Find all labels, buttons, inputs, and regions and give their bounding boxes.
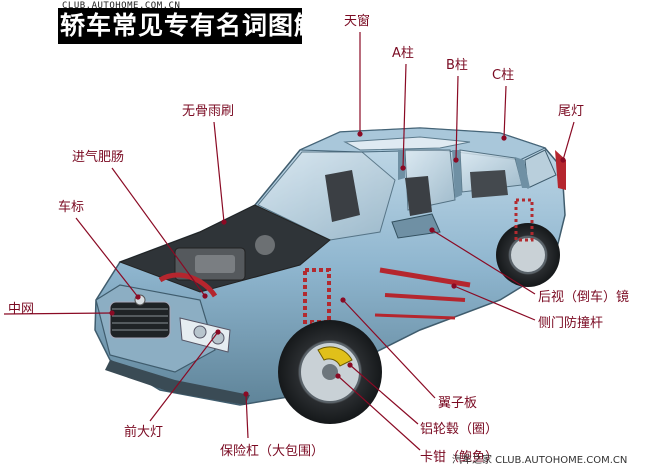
label-tail-light: 尾灯 bbox=[558, 104, 585, 119]
front-fascia bbox=[95, 284, 250, 405]
leader-caliper bbox=[337, 375, 421, 451]
leader-a-pillar bbox=[402, 63, 407, 169]
leader-side-beam bbox=[453, 285, 536, 321]
side-impact-beams bbox=[374, 267, 471, 320]
leader-b-pillar bbox=[455, 75, 459, 161]
leader-grille bbox=[3, 312, 113, 315]
leader-emblem bbox=[75, 217, 139, 298]
rear-wheel bbox=[496, 198, 560, 287]
front-wheel bbox=[278, 320, 382, 424]
leader-fender bbox=[342, 299, 436, 399]
leader-bumper bbox=[245, 393, 249, 439]
label-rim: 铝轮毂（圈） bbox=[420, 422, 499, 437]
side-mirror bbox=[391, 213, 441, 239]
site-url-top: CLUB.AUTOHOME.COM.CN bbox=[62, 1, 181, 11]
label-b-pillar: B柱 bbox=[446, 58, 468, 73]
page-title: 轿车常见专有名词图解 bbox=[60, 11, 321, 40]
label-bumper: 保险杠（大包围） bbox=[220, 444, 325, 459]
label-fender: 翼子板 bbox=[438, 396, 478, 411]
label-headlight: 前大灯 bbox=[124, 425, 164, 440]
title-bar bbox=[58, 8, 302, 44]
leader-wiper bbox=[213, 121, 225, 223]
car-glass bbox=[257, 149, 557, 241]
watermark: 汽车之家 CLUB.AUTOHOME.COM.CN bbox=[452, 455, 628, 466]
label-caliper: 卡钳（鲍鱼） bbox=[420, 450, 499, 465]
label-emblem: 车标 bbox=[58, 200, 85, 215]
label-c-pillar: C柱 bbox=[492, 68, 515, 83]
leader-headlight bbox=[149, 331, 219, 422]
label-mirror: 后视（倒车）镜 bbox=[538, 290, 630, 305]
leader-lines bbox=[3, 32, 575, 451]
label-side-beam: 侧门防撞杆 bbox=[538, 316, 604, 331]
leader-tail-light bbox=[562, 121, 575, 161]
label-wiper: 无骨雨刷 bbox=[182, 104, 235, 119]
leader-mirror bbox=[431, 229, 536, 295]
label-sunroof: 天窗 bbox=[344, 14, 371, 29]
leader-intake bbox=[111, 167, 206, 297]
leader-rim bbox=[349, 364, 419, 425]
engine-bay bbox=[118, 204, 331, 298]
label-intake: 进气肥肠 bbox=[72, 150, 125, 165]
label-a-pillar: A柱 bbox=[392, 46, 414, 61]
leader-c-pillar bbox=[503, 85, 507, 139]
label-grille: 中网 bbox=[8, 302, 35, 317]
